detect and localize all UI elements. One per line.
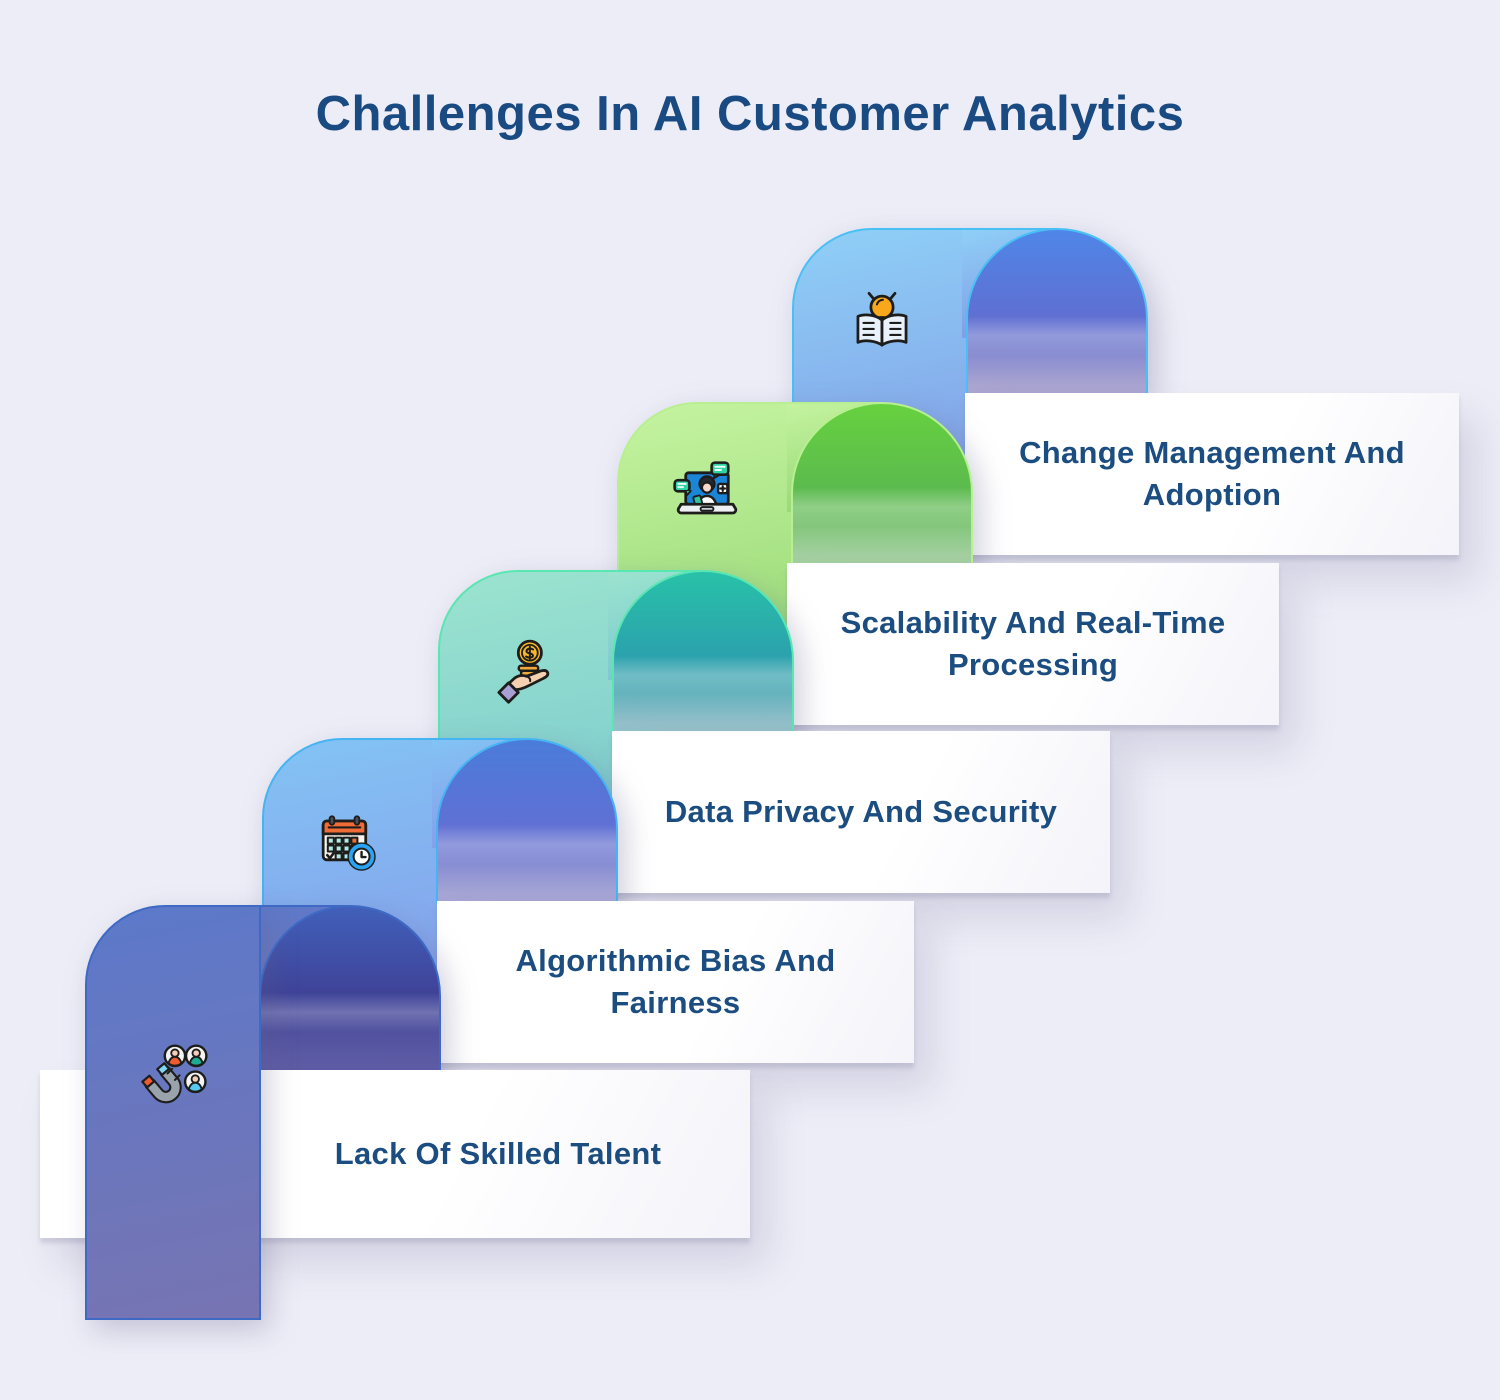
calendar-clock-icon xyxy=(321,815,376,871)
book-lightbulb-icon xyxy=(856,291,908,347)
step-card: Scalability And Real-Time Processing xyxy=(787,563,1279,725)
telehealth-laptop-icon xyxy=(673,461,738,515)
arch-front-panel xyxy=(85,905,261,1320)
step-label: Change Management And Adoption xyxy=(1019,435,1405,512)
step-label: Data Privacy And Security xyxy=(664,794,1058,829)
step-label: Lack Of Skilled Talent xyxy=(334,1136,662,1171)
step-card: Change Management And Adoption xyxy=(965,393,1459,555)
arch-tunnel xyxy=(966,228,1148,395)
magnet-people-icon xyxy=(141,1044,208,1104)
arch-tunnel xyxy=(259,905,441,1072)
arch-tunnel xyxy=(436,738,618,903)
hand-coins-icon xyxy=(497,639,550,704)
arch-tunnel xyxy=(791,402,973,565)
step-label: Algorithmic Bias And Fairness xyxy=(515,943,836,1020)
step-label: Scalability And Real-Time Processing xyxy=(840,605,1226,682)
step-card: Algorithmic Bias And Fairness xyxy=(437,901,914,1063)
arch-tunnel xyxy=(612,570,794,733)
step-card: Data Privacy And Security xyxy=(612,731,1110,893)
page-title: Challenges In AI Customer Analytics xyxy=(315,87,1185,141)
